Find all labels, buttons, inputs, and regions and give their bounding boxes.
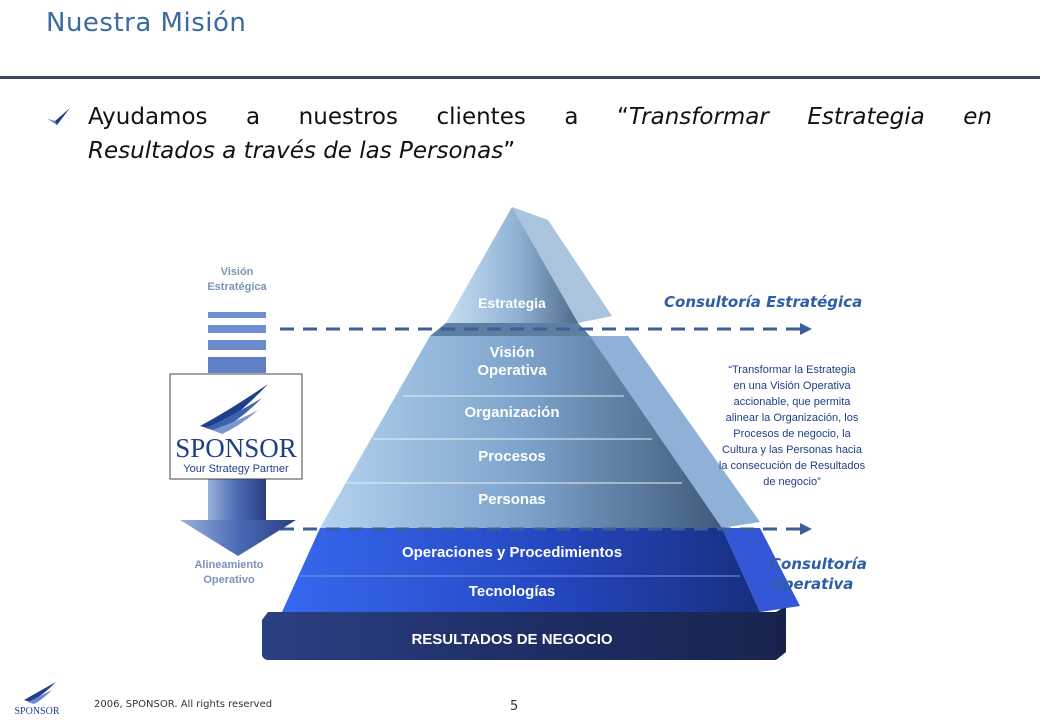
footer-logo-text: SPONSOR <box>14 706 59 717</box>
level-estrategia: Estrategia <box>478 295 546 311</box>
copyright-text: 2006, SPONSOR. All rights reserved <box>94 699 273 710</box>
footer-sponsor-logo: SPONSOR <box>14 682 60 717</box>
pyramid-middle-section: Visión Operativa Organización Procesos P… <box>320 336 722 528</box>
description-line: la consecución de Resultados <box>719 460 866 472</box>
mission-statement-line-2: Resultados a través de las Personas” <box>88 138 516 164</box>
description-line: en una Visión Operativa <box>733 380 851 392</box>
vision-estrategica-label-2: Estratégica <box>207 281 267 293</box>
description-line: de negocio” <box>763 476 821 488</box>
alineamiento-label-2: Operativo <box>203 574 255 586</box>
level-tecnologias: Tecnologías <box>469 583 555 600</box>
consultoria-estrategica-label: Consultoría Estratégica <box>664 293 862 311</box>
level-organizacion: Organización <box>464 404 559 421</box>
alineamiento-label-1: Alineamiento <box>194 559 263 571</box>
level-procesos: Procesos <box>478 448 546 465</box>
description-line: accionable, que permita <box>734 396 852 408</box>
business-results-base: RESULTADOS DE NEGOCIO <box>262 606 786 660</box>
consultoria-operativa-label-2: Operativa <box>770 575 853 593</box>
description-text: “Transformar la Estrategia en una Visión… <box>719 364 866 488</box>
mission-statement-line-1: Ayudamos a nuestros clientes a “Transfor… <box>88 104 992 130</box>
description-line: “Transformar la Estrategia <box>728 364 856 376</box>
description-line: Procesos de negocio, la <box>733 428 851 440</box>
sponsor-logo: SPONSOR Your Strategy Partner <box>169 373 303 480</box>
description-line: alinear la Organización, los <box>726 412 859 424</box>
pyramid-operations-section: Operaciones y Procedimientos Tecnologías <box>282 528 800 612</box>
description-line: Cultura y las Personas hacia <box>722 444 863 456</box>
base-label: RESULTADOS DE NEGOCIO <box>411 631 612 648</box>
level-personas: Personas <box>478 491 546 508</box>
sponsor-wing-icon <box>200 384 268 434</box>
level-operativa: Operativa <box>477 362 547 379</box>
consultoria-operativa-label-1: Consultoría <box>770 555 867 573</box>
footer-wing-icon <box>24 682 56 702</box>
title-divider <box>0 76 1040 79</box>
level-operaciones: Operaciones y Procedimientos <box>402 544 622 561</box>
sponsor-logo-tagline: Your Strategy Partner <box>183 463 289 475</box>
checkmark-bullet-icon <box>48 108 70 125</box>
sponsor-logo-name: SPONSOR <box>175 433 297 463</box>
level-vision: Visión <box>490 344 535 361</box>
strategic-dashed-arrow <box>280 323 812 335</box>
page-number: 5 <box>510 699 519 714</box>
vision-estrategica-label-1: Visión <box>221 266 254 278</box>
page-title: Nuestra Misión <box>46 8 247 38</box>
operational-dashed-arrow <box>280 523 812 535</box>
